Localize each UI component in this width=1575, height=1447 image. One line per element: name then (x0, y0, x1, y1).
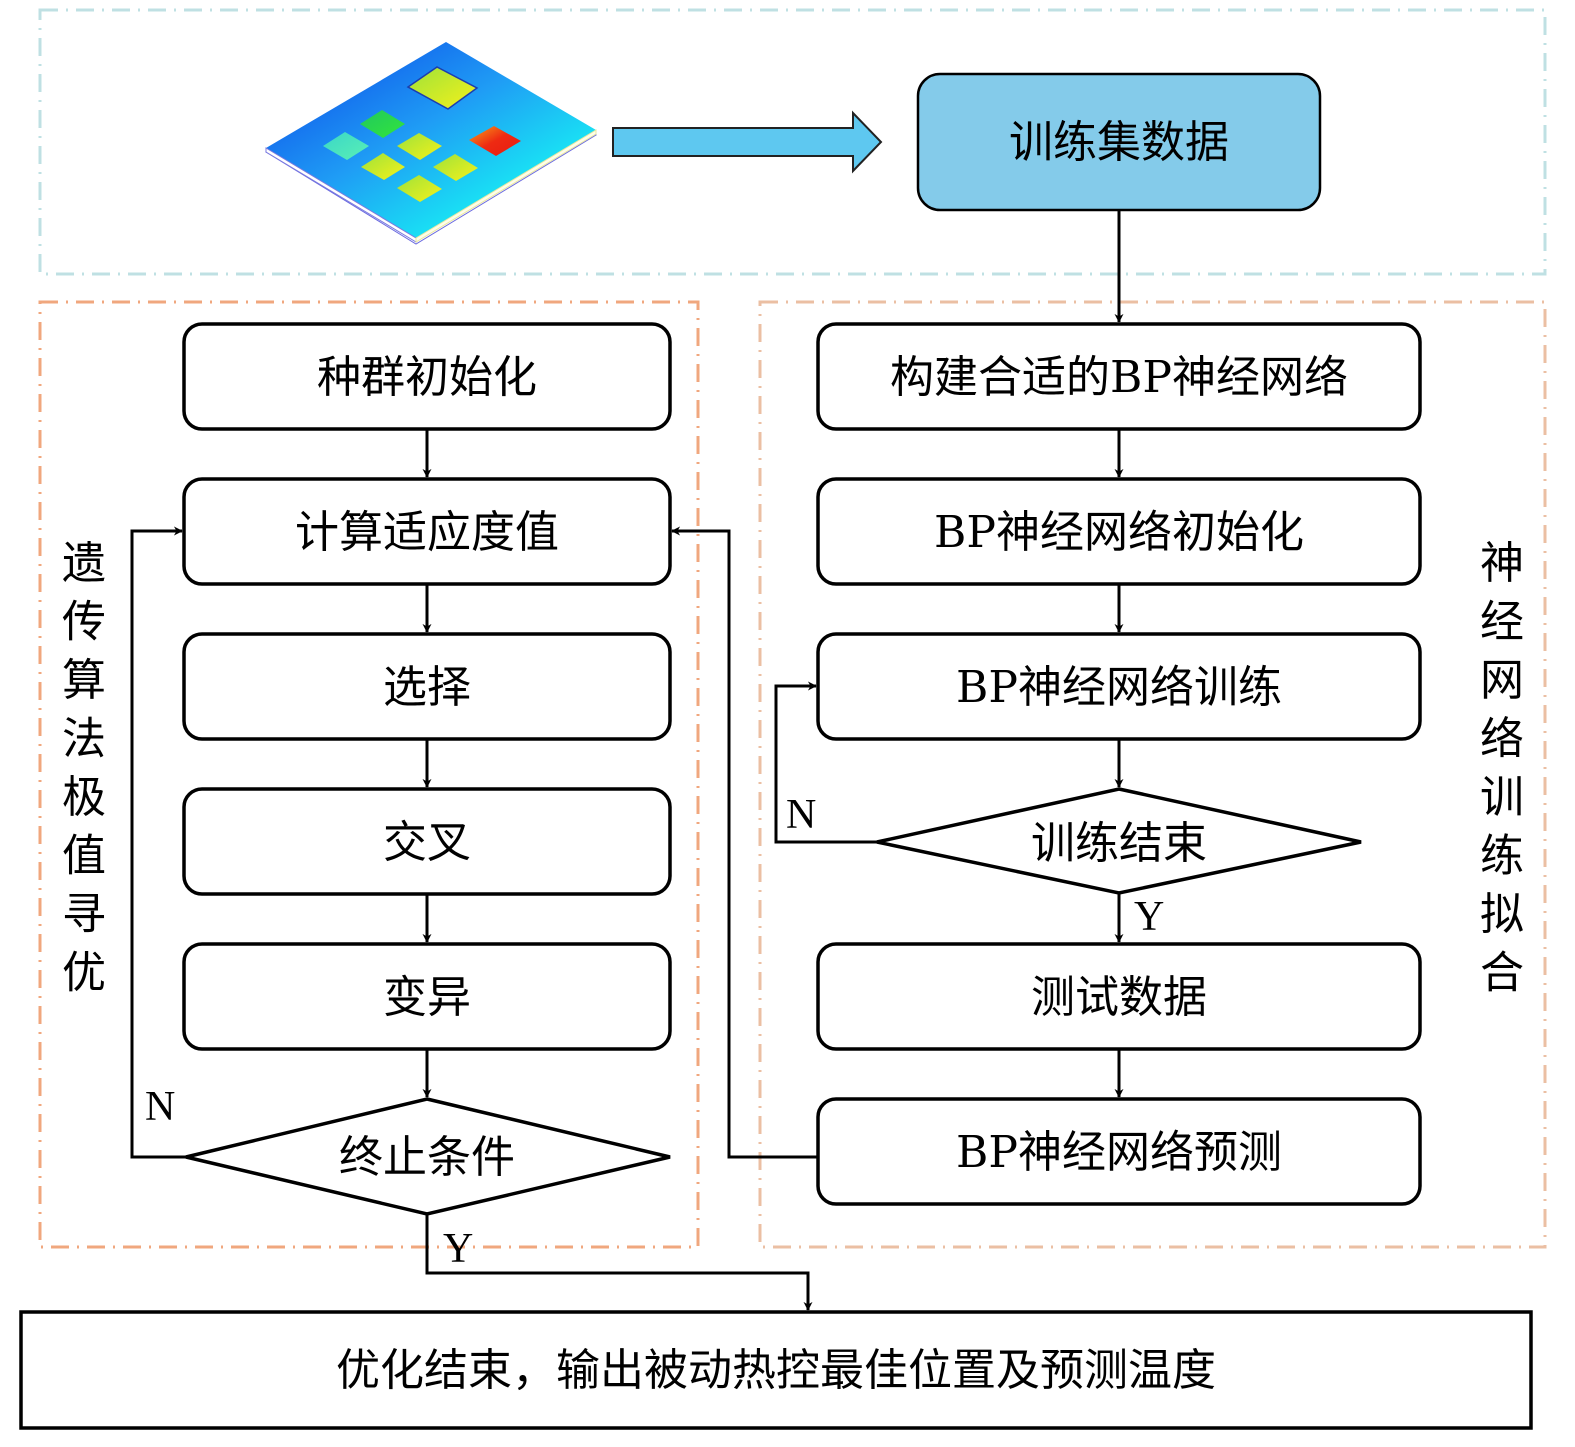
ga-side-label-char: 法 (62, 714, 106, 765)
nn-step-3: 测试数据 (816, 942, 1422, 1051)
ga-step-2: 选择 (182, 632, 672, 741)
ga-no-label: N (145, 1084, 175, 1130)
ga-step-label: 变异 (383, 972, 471, 1023)
final-output-box: 优化结束，输出被动热控最佳位置及预测温度 (19, 1310, 1533, 1430)
nn-yes-label: Y (1134, 894, 1164, 940)
data-generation-frame (38, 8, 1547, 276)
nn-no-label: N (786, 792, 816, 838)
final-output-label: 优化结束，输出被动热控最佳位置及预测温度 (336, 1345, 1216, 1396)
ga-no-loop (130, 526, 186, 1159)
thermal-board-image (265, 42, 597, 245)
training-data-label: 训练集数据 (1009, 117, 1229, 168)
ga-step-label: 交叉 (383, 817, 471, 868)
ga-side-label-char: 极 (62, 772, 106, 823)
ga-step-label: 计算适应度值 (295, 507, 559, 558)
ga-step-1: 计算适应度值 (182, 477, 672, 586)
ga-decision: 终止条件 (185, 1097, 671, 1216)
nn-step-1: BP神经网络初始化 (816, 477, 1422, 586)
ga-step-3: 交叉 (182, 787, 672, 896)
nn-step-label: 测试数据 (1031, 972, 1207, 1023)
prediction-to-fitness-connector (671, 526, 818, 1159)
big-arrow-icon (612, 110, 883, 174)
nn-step-4: BP神经网络预测 (816, 1097, 1422, 1206)
nn-step-2: BP神经网络训练 (816, 632, 1422, 741)
ga-side-label-char: 寻 (62, 889, 106, 940)
ga-step-label: 种群初始化 (317, 352, 537, 403)
ga-side-label-char: 算 (62, 655, 106, 706)
ga-side-label-char: 遗 (62, 538, 106, 589)
training-data-box: 训练集数据 (916, 72, 1322, 212)
nn-decision-label: 训练结束 (1031, 818, 1207, 869)
ga-frame (38, 300, 700, 1249)
ga-step-label: 选择 (383, 662, 471, 713)
nn-side-label-char: 络 (1480, 714, 1524, 765)
nn-side-label-char: 神 (1480, 538, 1524, 589)
ga-yes-connector (425, 1214, 813, 1311)
ga-step-0: 种群初始化 (182, 322, 672, 431)
nn-side-label-char: 经 (1480, 597, 1524, 648)
ga-decision-label: 终止条件 (339, 1132, 515, 1183)
nn-step-label: BP神经网络初始化 (934, 507, 1304, 558)
ga-side-label-char: 传 (62, 597, 106, 648)
nn-no-loop (774, 681, 877, 844)
nn-side-label-char: 练 (1480, 831, 1524, 882)
nn-side-label-char: 合 (1480, 948, 1524, 999)
ga-side-label-char: 值 (62, 831, 106, 882)
ga-yes-label: Y (443, 1226, 473, 1272)
nn-step-label: BP神经网络预测 (956, 1127, 1282, 1178)
ga-side-label-char: 优 (62, 948, 106, 999)
nn-decision: 训练结束 (876, 787, 1362, 895)
nn-step-0: 构建合适的BP神经网络 (816, 322, 1422, 431)
nn-side-label-char: 拟 (1480, 889, 1524, 940)
nn-side-label-char: 训 (1480, 772, 1524, 823)
nn-step-label: BP神经网络训练 (956, 662, 1282, 713)
nn-side-label-char: 网 (1480, 655, 1524, 706)
ga-step-4: 变异 (182, 942, 672, 1051)
nn-step-label: 构建合适的BP神经网络 (890, 352, 1348, 403)
